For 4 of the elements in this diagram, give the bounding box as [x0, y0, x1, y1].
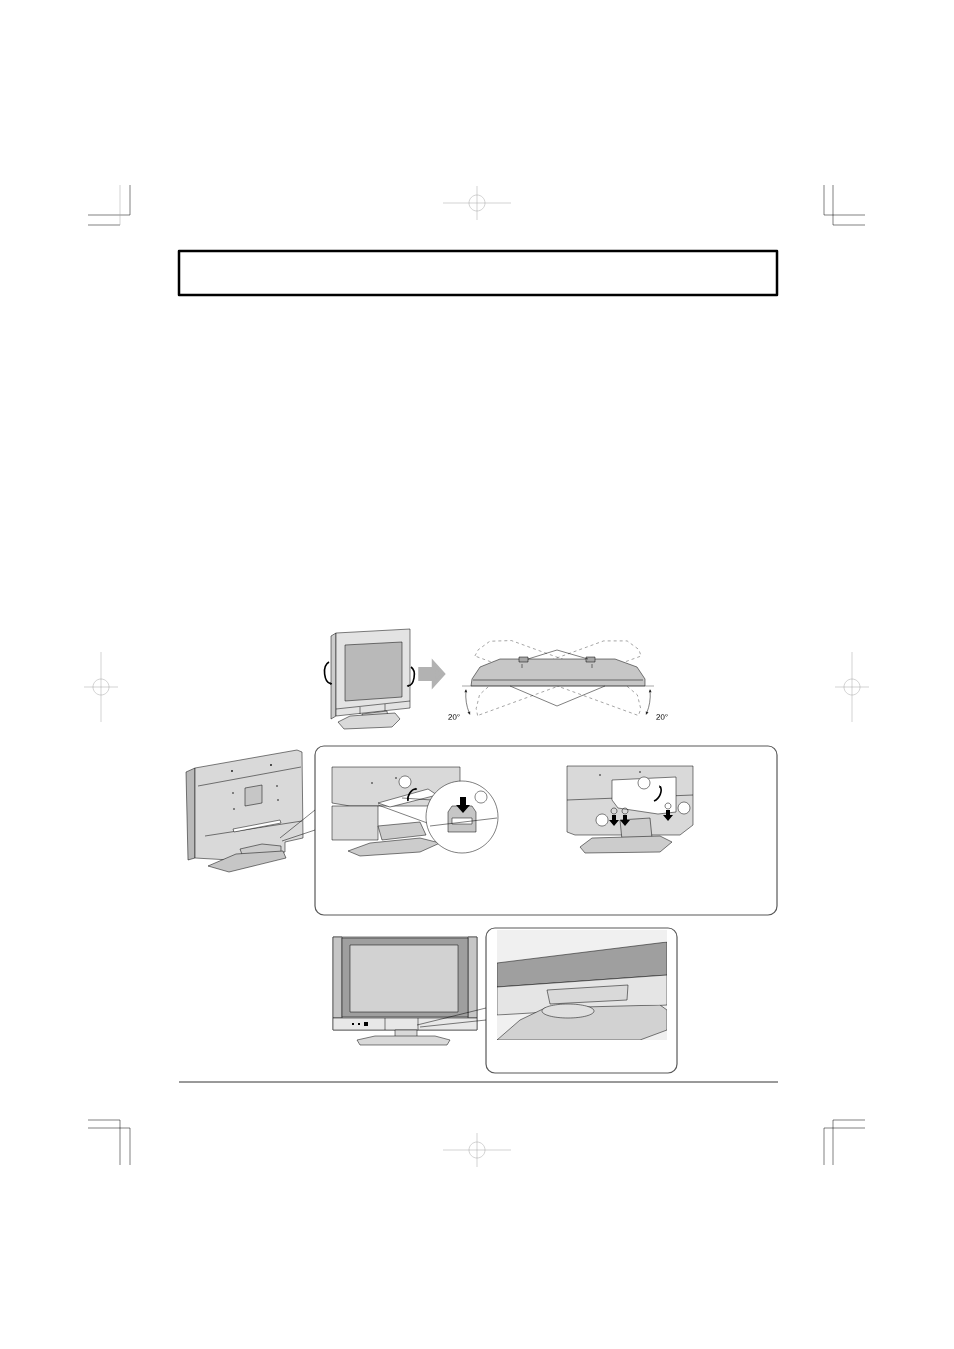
angle-label: 20° — [448, 714, 460, 720]
angle-label: 20° — [656, 714, 668, 720]
tv-illustration — [323, 628, 416, 730]
tv-top-view-illustration — [461, 640, 655, 716]
